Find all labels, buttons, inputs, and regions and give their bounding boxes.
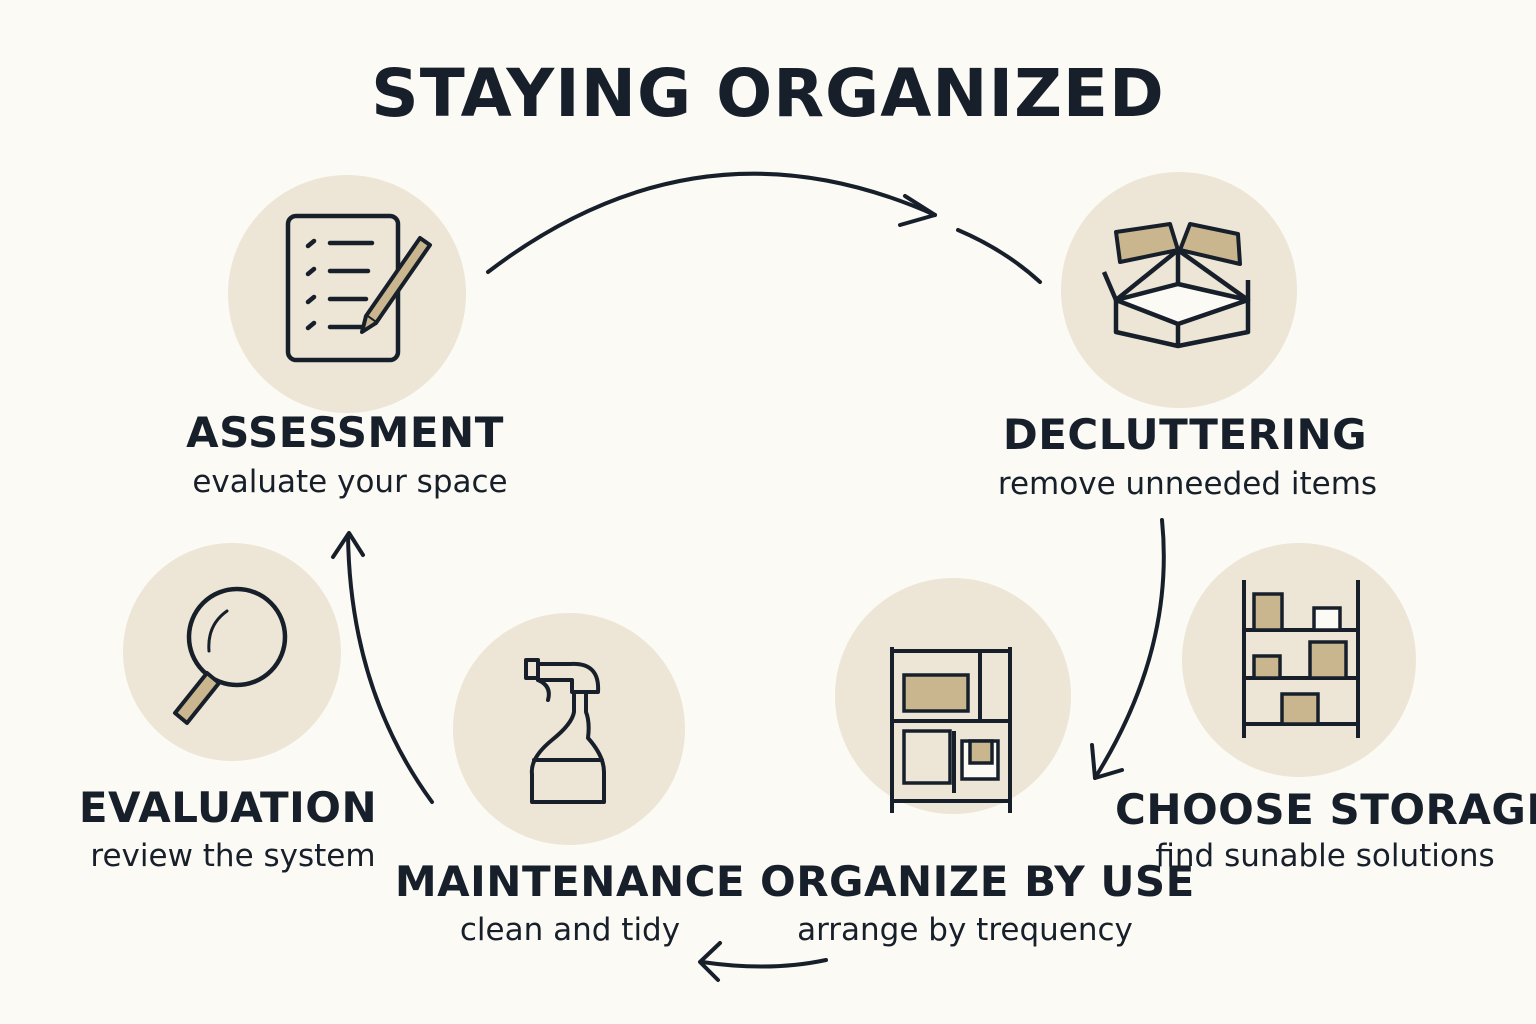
arrow-assessment-to-decluttering [486, 171, 937, 274]
diagram-title: STAYING ORGANIZED [371, 55, 1165, 132]
cabinet-icon [890, 647, 1012, 813]
step-desc-organize-by-use: arrange by trequency [797, 912, 1133, 948]
step-desc-assessment: evaluate your space [192, 464, 508, 500]
step-title-decluttering: DECLUTTERING [1002, 410, 1368, 459]
choose-storage-circle [1182, 543, 1416, 777]
step-title-choose-storage: CHOOSE STORAGE [1115, 785, 1536, 834]
arrowhead-3 [698, 941, 722, 982]
step-title-organize-by-use: ORGANIZE BY USE [760, 857, 1195, 906]
step-desc-decluttering: remove unneeded items [997, 466, 1378, 502]
spray-bottle-icon [524, 658, 606, 804]
step-title-assessment: ASSESSMENT [186, 408, 504, 457]
arrow-dash [956, 228, 1042, 284]
step-desc-evaluation: review the system [90, 838, 376, 874]
shelving-unit-icon [1242, 580, 1360, 738]
arrow-organize-to-maintenance [700, 958, 828, 969]
step-desc-maintenance: clean and tidy [459, 912, 681, 948]
step-title-evaluation: EVALUATION [78, 783, 378, 832]
arrowhead-2 [1090, 743, 1124, 780]
checklist-pencil-icon [285, 213, 432, 363]
maintenance-circle [453, 613, 685, 845]
arrow-decluttering-to-organize [1093, 518, 1166, 780]
step-title-maintenance: MAINTENANCE [394, 857, 746, 906]
arrowhead-1 [898, 194, 937, 227]
open-box-icon [1101, 222, 1251, 349]
step-desc-choose-storage: find sunable solutions [1155, 838, 1495, 874]
arrow-maintenance-to-assessment [346, 533, 434, 804]
magnifier-icon [173, 586, 288, 725]
arrowhead-4 [331, 531, 365, 559]
